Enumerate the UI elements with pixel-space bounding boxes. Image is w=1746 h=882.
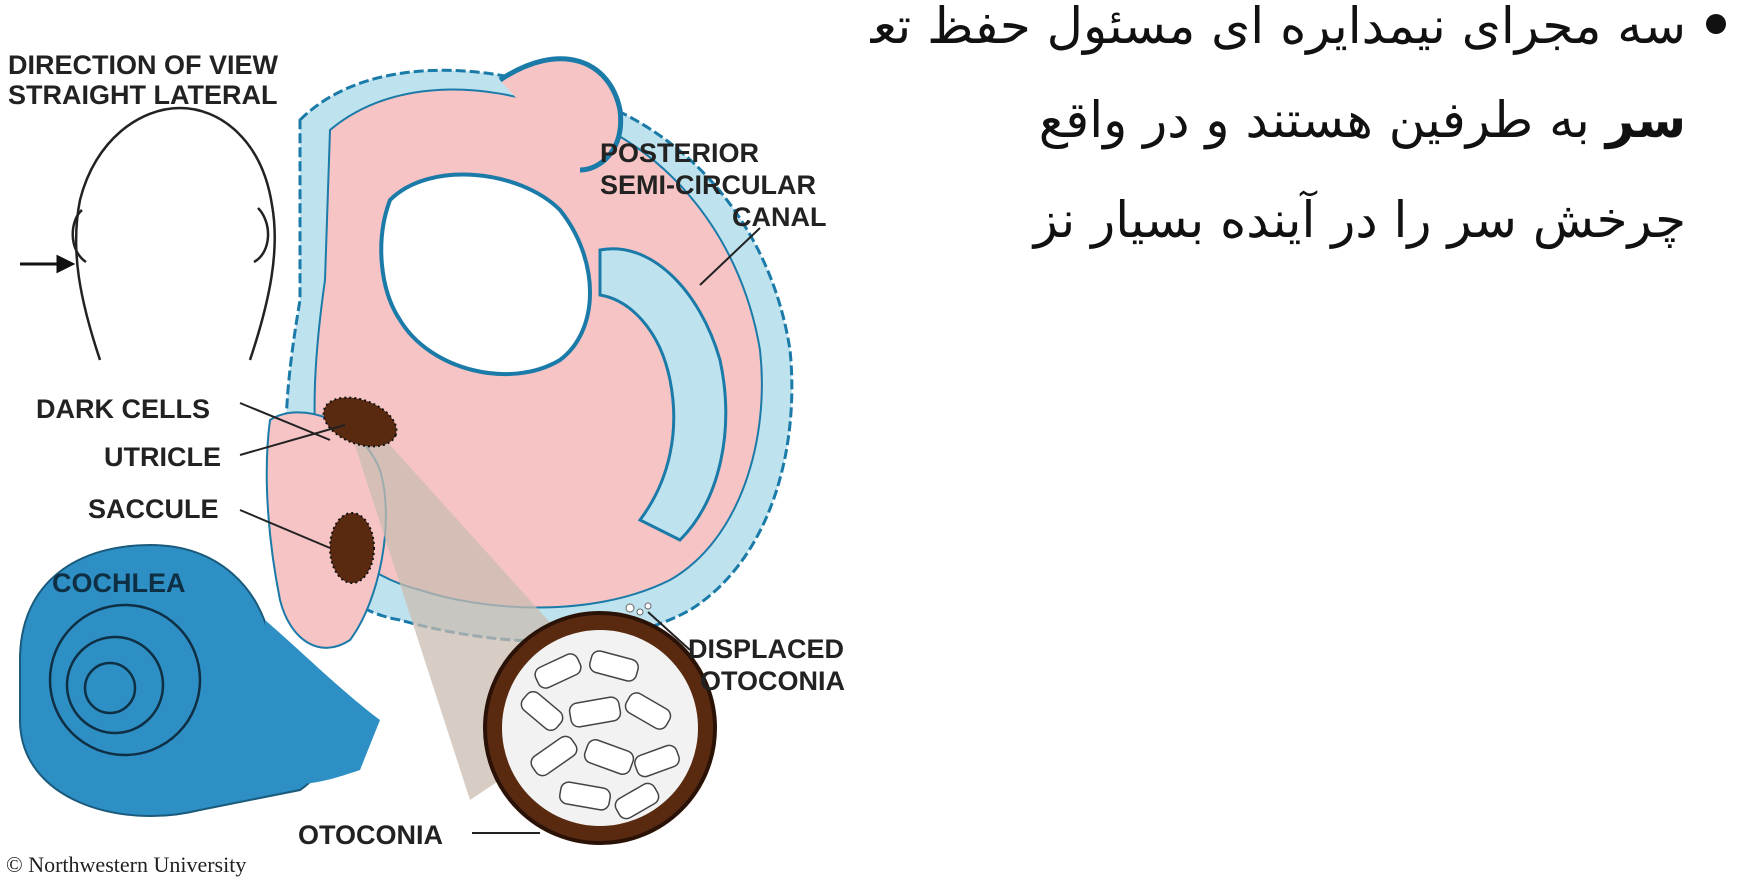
label-displaced-otoconia: OTOCONIA [700, 666, 845, 696]
label-displaced: DISPLACED [688, 634, 844, 664]
bullet-dot [1706, 14, 1726, 34]
label-direction-of-view: DIRECTION OF VIEW [8, 50, 278, 80]
label-canal: CANAL [732, 202, 827, 232]
label-cochlea: COCHLEA [52, 568, 186, 598]
inner-ear-diagram [0, 0, 870, 882]
text-line-2-bold: سر [1606, 91, 1686, 149]
label-semi-circular: SEMI-CIRCULAR [600, 170, 816, 200]
copyright-credit: © Northwestern University [6, 852, 246, 878]
label-utricle: UTRICLE [104, 442, 221, 472]
text-line-2: سر به طرفین هستند و در واقع [1039, 90, 1686, 150]
label-saccule: SACCULE [88, 494, 219, 524]
label-otoconia: OTOCONIA [298, 820, 443, 850]
saccule-macula-icon [330, 513, 374, 583]
label-straight-lateral: STRAIGHT LATERAL [8, 80, 277, 110]
otoconia-magnified-icon [485, 613, 715, 843]
text-line-3: چرخش سر را در آینده بسیار نز [1034, 190, 1686, 250]
text-line-2-rest: به طرفین هستند و در واقع [1039, 91, 1606, 149]
label-posterior: POSTERIOR [600, 138, 759, 168]
label-dark-cells: DARK CELLS [36, 394, 210, 424]
